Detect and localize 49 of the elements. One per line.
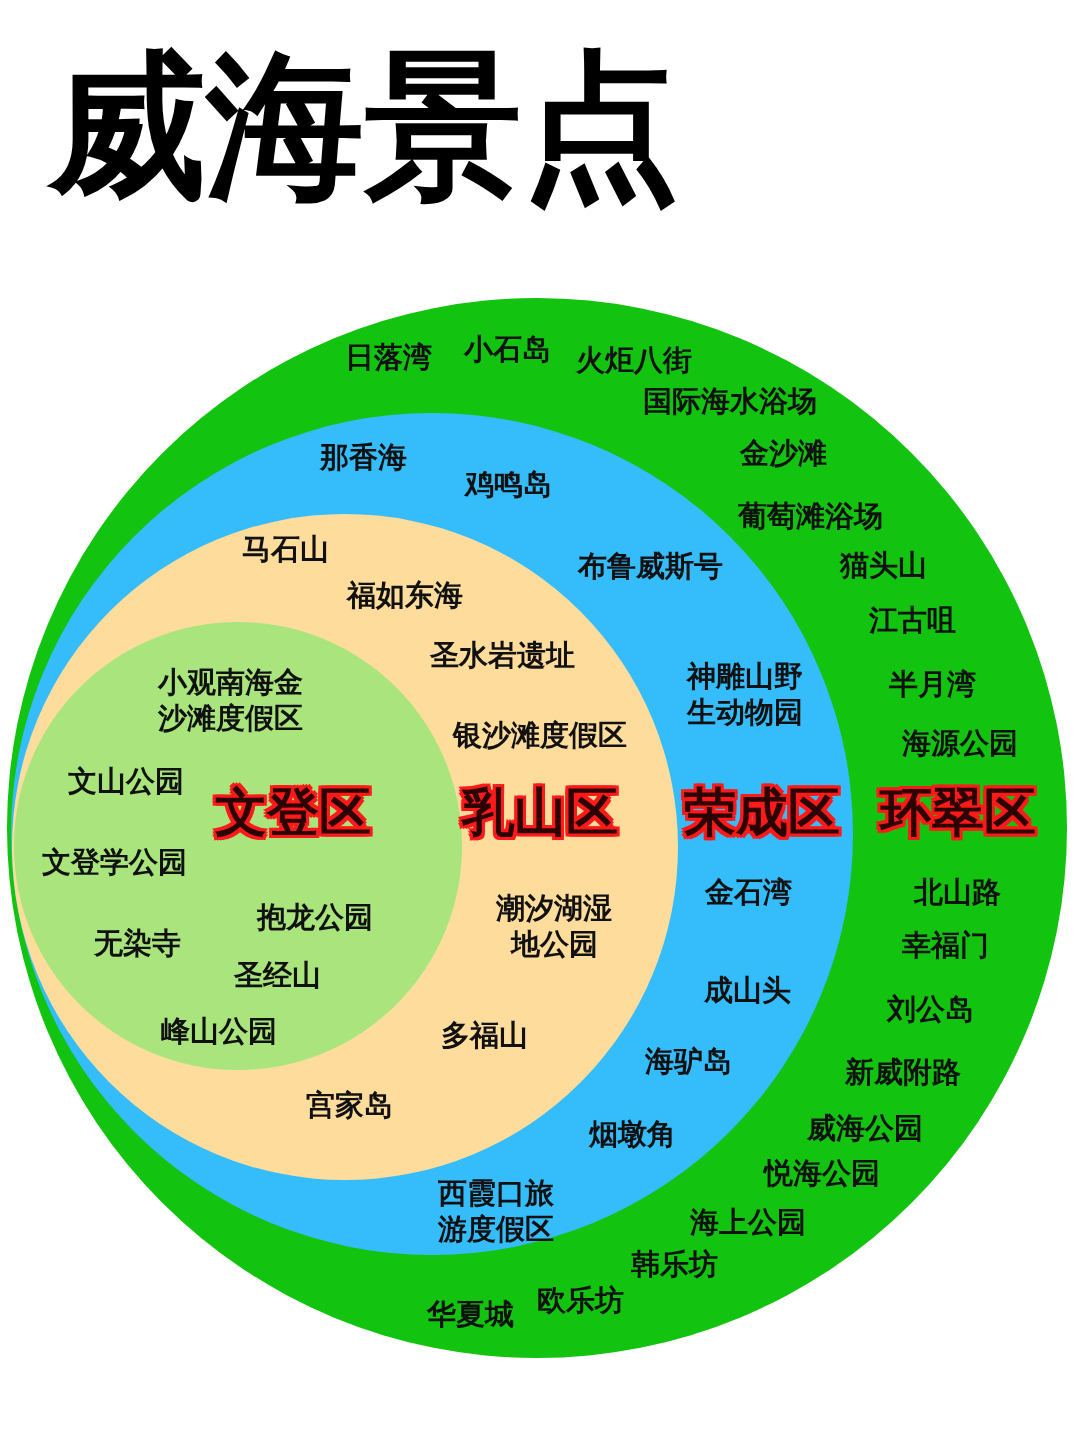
- place-label: 日落湾: [344, 338, 432, 376]
- place-label: 多福山: [440, 1016, 528, 1054]
- title: 威海景点: [48, 40, 680, 214]
- place-label: 布鲁威斯号: [577, 547, 723, 585]
- district-label: 环翠区: [880, 780, 1036, 844]
- place-label: 宫家岛: [305, 1086, 393, 1124]
- place-label: 圣经山: [233, 956, 321, 994]
- place-label: 小石岛: [463, 330, 551, 368]
- place-label: 西霞口旅游度假区: [437, 1174, 555, 1248]
- place-label: 潮汐湖湿地公园: [495, 889, 613, 963]
- place-label: 葡萄滩浴场: [737, 497, 883, 535]
- place-label: 无染寺: [93, 924, 181, 962]
- place-label: 新威附路: [845, 1053, 961, 1091]
- place-label: 银沙滩度假区: [453, 716, 627, 754]
- place-label: 半月湾: [888, 665, 976, 703]
- place-label: 火炬八街: [576, 341, 692, 379]
- place-label: 成山头: [703, 971, 791, 1009]
- place-label: 圣水岩遗址: [429, 636, 575, 674]
- place-label: 金石湾: [704, 873, 792, 911]
- place-label: 马石山: [241, 530, 329, 568]
- place-label: 神雕山野生动物园: [685, 657, 804, 731]
- place-label: 海源公园: [902, 724, 1018, 762]
- place-label: 华夏城: [426, 1295, 514, 1333]
- place-label: 海上公园: [690, 1203, 806, 1241]
- district-label: 文登区: [215, 780, 371, 844]
- place-label: 北山路: [913, 873, 1001, 911]
- place-label: 猫头山: [839, 546, 927, 584]
- place-label: 文登学公园: [41, 843, 187, 881]
- place-label: 金沙滩: [739, 434, 827, 472]
- place-label: 小观南海金沙滩度假区: [156, 663, 304, 737]
- place-label: 韩乐坊: [630, 1245, 718, 1283]
- place-label: 福如东海: [347, 576, 463, 614]
- place-label: 烟墩角: [588, 1115, 676, 1153]
- place-label: 悦海公园: [764, 1154, 880, 1192]
- place-label: 国际海水浴场: [643, 382, 817, 420]
- place-label: 鸡鸣岛: [464, 465, 552, 503]
- district-label: 乳山区: [462, 780, 618, 844]
- place-label: 峰山公园: [161, 1012, 277, 1050]
- place-label: 文山公园: [68, 762, 184, 800]
- place-label: 刘公岛: [886, 990, 974, 1028]
- place-label: 那香海: [319, 438, 407, 476]
- place-label: 欧乐坊: [536, 1281, 624, 1319]
- place-label: 威海公园: [807, 1109, 923, 1147]
- place-label: 江古咀: [868, 601, 956, 639]
- place-label: 幸福门: [901, 926, 989, 964]
- place-label: 海驴岛: [644, 1042, 732, 1080]
- place-label: 抱龙公园: [257, 898, 373, 936]
- district-label: 荣成区: [684, 780, 840, 844]
- district-circle: [7, 298, 1067, 1358]
